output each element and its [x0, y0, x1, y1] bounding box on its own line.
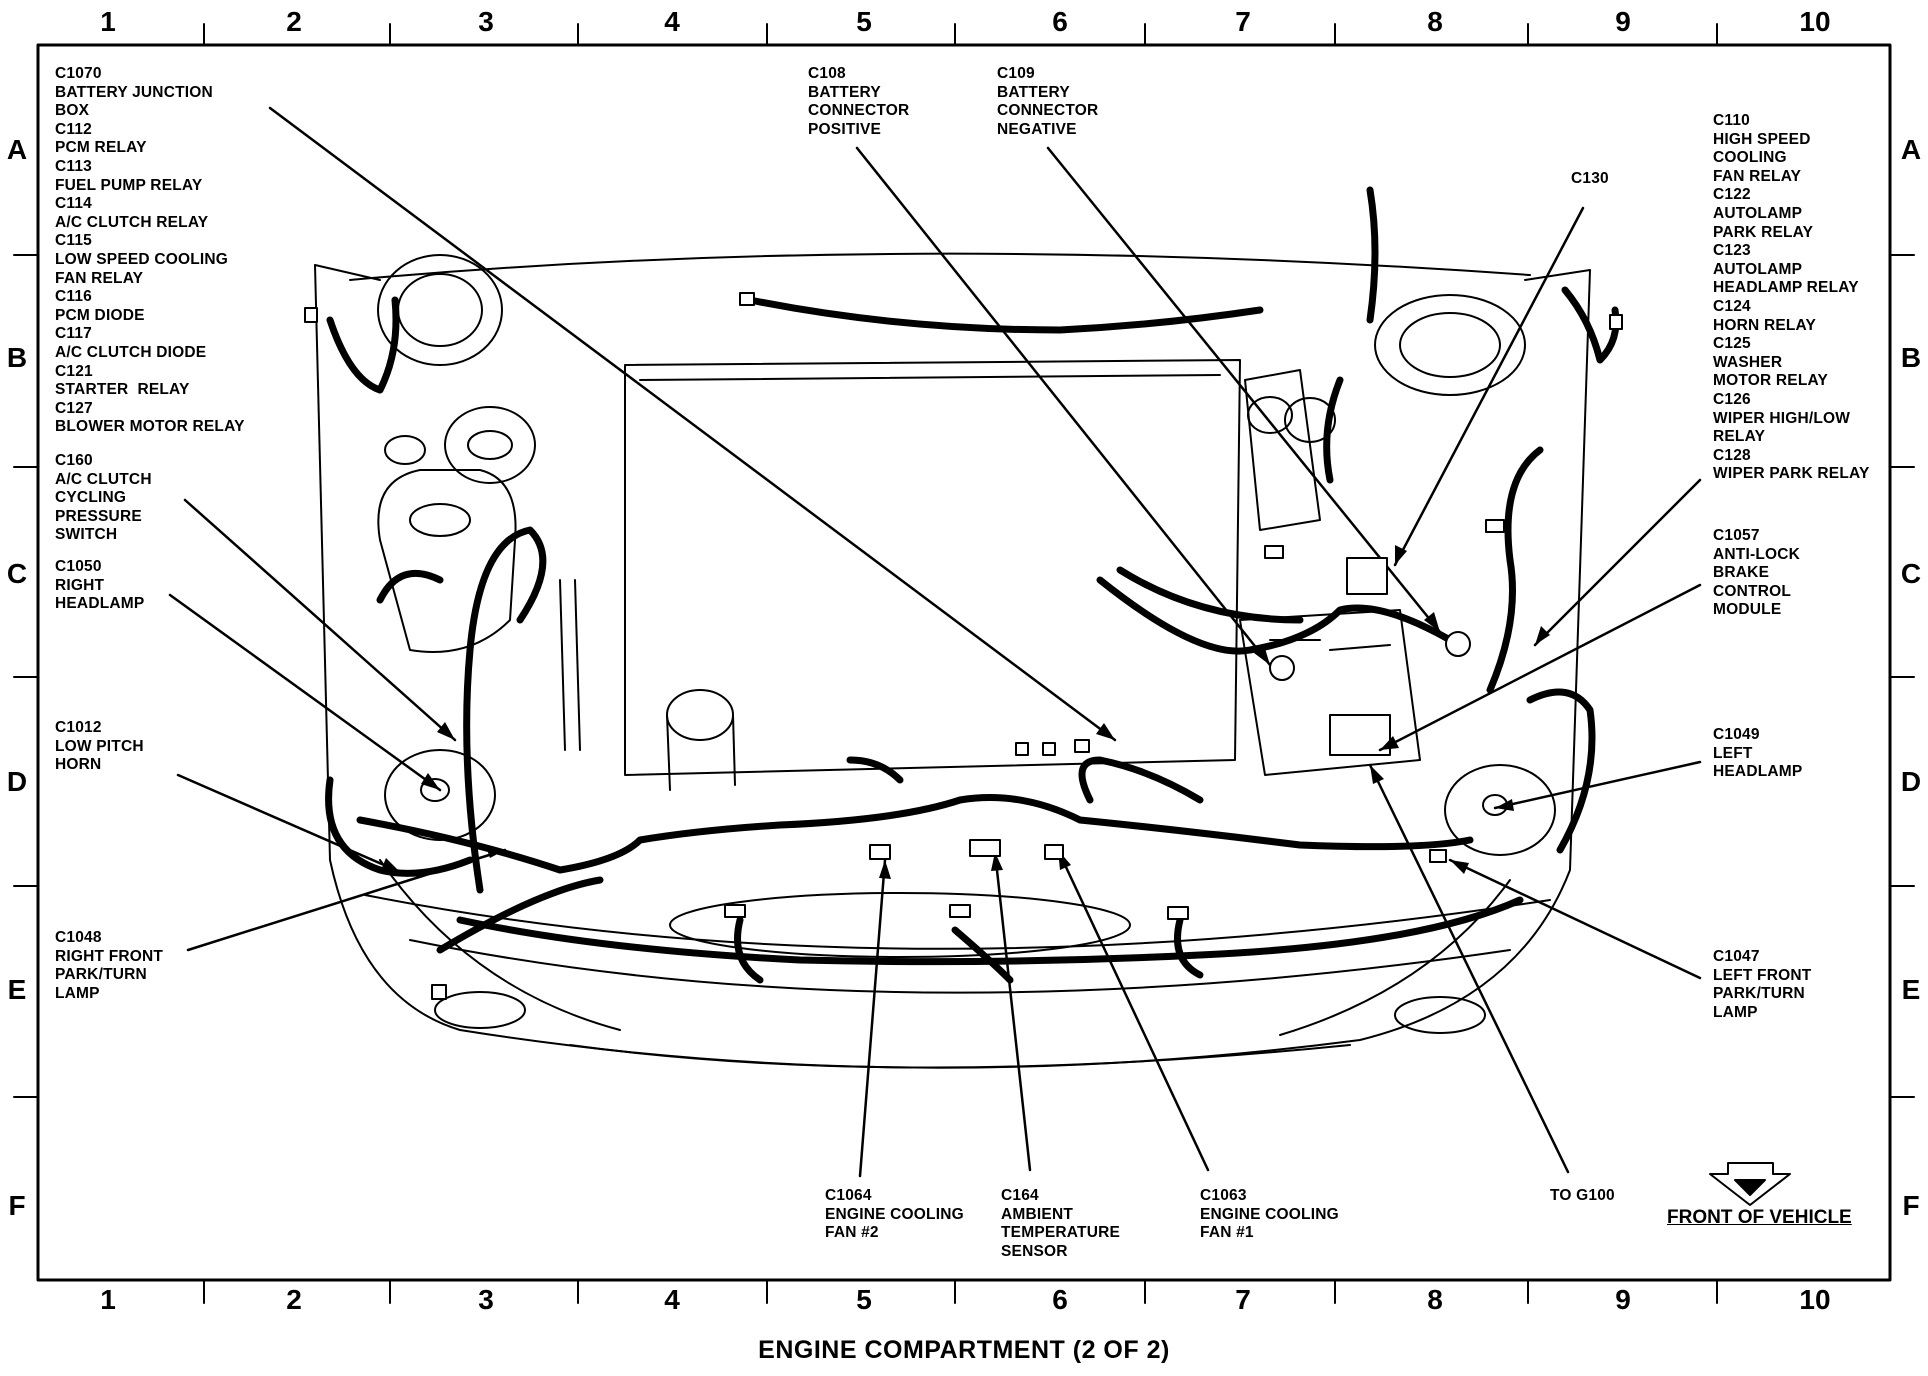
label-c110-relay-group: C110 HIGH SPEED COOLING FAN RELAY C122 A…: [1713, 112, 1870, 483]
grid-row-left-e: E: [7, 974, 27, 1005]
diagram-frame: [36, 43, 1892, 1282]
label-c1012-low-pitch-horn: C1012 LOW PITCH HORN: [55, 719, 144, 774]
leader-arrowheads: [381, 545, 1550, 879]
grid-row-right-e: E: [1901, 974, 1921, 1005]
label-c164-ambient-sensor: C164 AMBIENT TEMPERATURE SENSOR: [1001, 1187, 1121, 1260]
grid-col-top-4: 4: [664, 6, 680, 37]
grid-col-bottom-2: 2: [286, 1284, 302, 1315]
top-grid-ticks: [203, 23, 1718, 46]
label-c1070-relay-group: C1070 BATTERY JUNCTION BOX C112 PCM RELA…: [55, 65, 245, 436]
grid-col-bottom-9: 9: [1615, 1284, 1631, 1315]
grid-col-bottom-4: 4: [664, 1284, 680, 1315]
grid-col-bottom-5: 5: [856, 1284, 872, 1315]
grid-col-bottom-1: 1: [100, 1284, 116, 1315]
grid-row-left-f: F: [8, 1190, 26, 1221]
label-c1050-right-headlamp: C1050 RIGHT HEADLAMP: [55, 558, 145, 613]
grid-col-top-5: 5: [856, 6, 872, 37]
label-c109-battery-negative: C109 BATTERY CONNECTOR NEGATIVE: [997, 65, 1099, 138]
grid-col-bottom-7: 7: [1235, 1284, 1251, 1315]
label-c108-battery-positive: C108 BATTERY CONNECTOR POSITIVE: [808, 65, 910, 138]
grid-row-right-c: C: [1900, 558, 1922, 589]
grid-row-right-b: B: [1900, 342, 1922, 373]
grid-row-left-b: B: [6, 342, 28, 373]
front-of-vehicle-label: FRONT OF VEHICLE: [1667, 1207, 1852, 1228]
right-grid-ticks: [1889, 254, 1915, 1098]
connectors: [304, 292, 1623, 1000]
grid-col-top-8: 8: [1427, 6, 1443, 37]
label-c130: C130: [1571, 170, 1609, 187]
label-to-g100: TO G100: [1550, 1187, 1615, 1204]
grid-col-top-10: 10: [1799, 6, 1831, 37]
diagram-title: ENGINE COMPARTMENT (2 OF 2): [758, 1336, 1170, 1364]
grid-row-right-d: D: [1900, 766, 1922, 797]
grid-col-top-6: 6: [1052, 6, 1068, 37]
grid-col-bottom-10: 10: [1799, 1284, 1831, 1315]
label-c160-ac-clutch-switch: C160 A/C CLUTCH CYCLING PRESSURE SWITCH: [55, 452, 152, 544]
grid-col-top-1: 1: [100, 6, 116, 37]
grid-row-right-f: F: [1902, 1190, 1920, 1221]
grid-col-bottom-6: 6: [1052, 1284, 1068, 1315]
grid-col-bottom-3: 3: [478, 1284, 494, 1315]
grid-col-bottom-8: 8: [1427, 1284, 1443, 1315]
label-c1049-left-headlamp: C1049 LEFT HEADLAMP: [1713, 726, 1803, 781]
grid-col-top-2: 2: [286, 6, 302, 37]
label-c1047-left-park-lamp: C1047 LEFT FRONT PARK/TURN LAMP: [1713, 948, 1812, 1021]
bottom-grid-ticks: [203, 1279, 1718, 1304]
left-grid-ticks: [13, 254, 39, 1098]
grid-col-top-7: 7: [1235, 6, 1251, 37]
wiring-harness: [325, 186, 1620, 984]
grid-col-top-9: 9: [1615, 6, 1631, 37]
grid-col-top-3: 3: [478, 6, 494, 37]
vehicle-body: [314, 252, 1591, 1069]
label-c1063-cooling-fan-1: C1063 ENGINE COOLING FAN #1: [1200, 1187, 1339, 1242]
grid-row-right-a: A: [1900, 134, 1922, 165]
label-c1064-cooling-fan-2: C1064 ENGINE COOLING FAN #2: [825, 1187, 964, 1242]
grid-row-left-d: D: [6, 766, 28, 797]
leader-lines: [168, 106, 1702, 1178]
grid-row-left-a: A: [6, 134, 28, 165]
front-of-vehicle-arrow: [1709, 1162, 1791, 1206]
label-c1048-right-park-lamp: C1048 RIGHT FRONT PARK/TURN LAMP: [55, 929, 164, 1002]
label-c1057-abs-module: C1057 ANTI-LOCK BRAKE CONTROL MODULE: [1713, 527, 1801, 619]
grid-row-left-c: C: [6, 558, 28, 589]
